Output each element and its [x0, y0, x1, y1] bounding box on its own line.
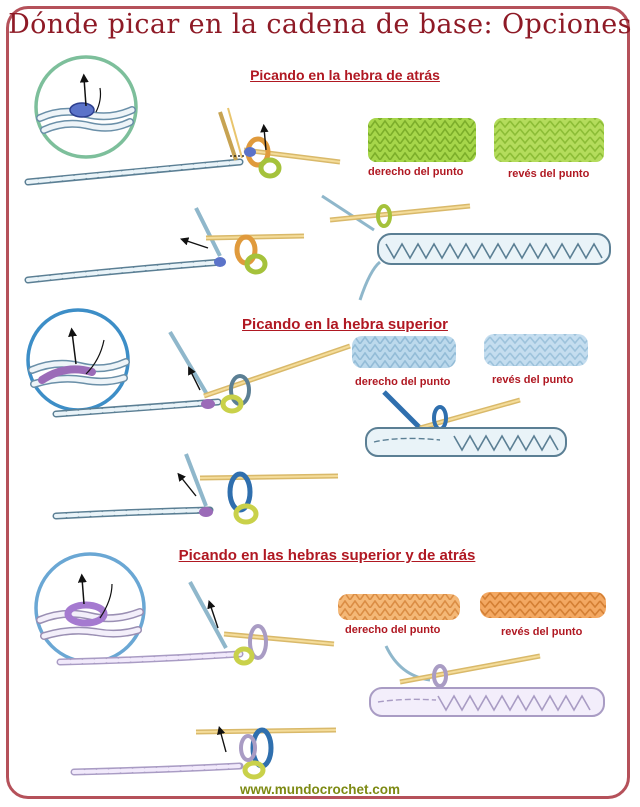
page-title: Dónde picar en la cadena de base: Opcion…	[8, 9, 632, 40]
page-frame	[6, 6, 630, 799]
finished-row-diagram-3	[369, 645, 605, 717]
swatch-front-2	[352, 336, 456, 368]
chain-diagram-1a	[24, 107, 341, 186]
swatch-back-2	[484, 334, 588, 366]
swatch-front-3	[338, 594, 460, 620]
chain-diagram-3b	[70, 725, 337, 780]
label-front-3: derecho del punto	[345, 624, 441, 636]
swatch-back-3	[480, 592, 606, 618]
section-title-top-and-back-loops: Picando en las hebras superior y de atrá…	[178, 547, 476, 564]
label-back-3: revés del punto	[501, 626, 583, 638]
label-back-1: revés del punto	[508, 168, 590, 180]
chain-diagram-2b	[52, 453, 339, 525]
swatch-back-1	[494, 118, 604, 162]
magnifier-circle-3	[34, 552, 146, 664]
magnifier-circle-1	[34, 55, 138, 159]
finished-row-diagram-1	[321, 194, 611, 301]
chain-diagram-2a	[52, 330, 351, 418]
footer-website: www.mundocrochet.com	[239, 782, 401, 797]
chain-diagram-3a	[56, 581, 335, 666]
chain-diagram-1b	[24, 207, 305, 284]
section-title-top-loop: Picando en la hebra superior	[242, 316, 448, 333]
section-title-back-loop: Picando en la hebra de atrás	[250, 67, 440, 83]
label-front-2: derecho del punto	[355, 376, 451, 388]
label-back-2: revés del punto	[492, 374, 574, 386]
label-front-1: derecho del punto	[368, 166, 464, 178]
magnifier-circle-2	[26, 308, 130, 412]
swatch-front-1	[368, 118, 476, 162]
finished-row-diagram-2	[365, 390, 567, 457]
